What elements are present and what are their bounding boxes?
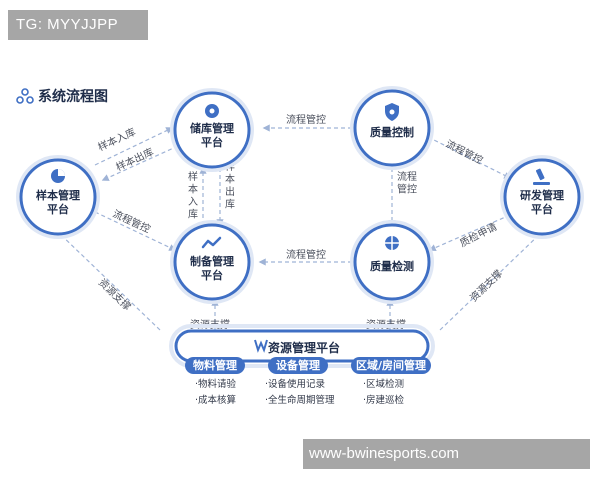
area-items: ·区域检测 ·房建巡检 (363, 377, 404, 409)
edge-label-sample-in: 样本入库 (96, 125, 138, 154)
edge-platform-to-rd (439, 231, 544, 331)
flow-icon (16, 88, 34, 104)
microscope-icon (533, 168, 550, 185)
node-quality-control-label: 质量控制 (370, 125, 414, 139)
resource-platform-title: 资源管理平台 (268, 341, 341, 355)
equipment-item: ·设备使用记录 (265, 379, 326, 390)
material-item: ·成本核算 (195, 395, 237, 406)
node-rd[interactable]: 研发管理平台 (500, 155, 584, 239)
edge-label-flow-qc-rd: 流程管控 (444, 137, 486, 167)
node-quality-control[interactable]: 质量控制 (350, 86, 434, 170)
top-watermark: TG: MYYJJPP (8, 10, 148, 40)
edge-rd-to-test (428, 214, 511, 251)
edge-sample-to-mfg (94, 211, 177, 251)
edge-label-flow-sample-mfg: 流程管控 (111, 207, 153, 236)
edge-label-flow-qc-test: 流程管控 (397, 170, 417, 196)
section-area-pill[interactable]: 区域/房间管理 (351, 357, 431, 374)
edge-sample-to-storage (94, 127, 174, 166)
bottom-watermark: www-bwinesports.com (303, 439, 590, 469)
diagram-title: 系统流程图 (38, 89, 108, 105)
edge-label-resource-right: 资源支撑 (467, 267, 505, 304)
node-sample[interactable]: 样本管理平台 (16, 155, 100, 239)
edge-labels: 流程管控 样本入库 样本出库 流程管控 流程管控 流程管控 质检申请 资源支撑 … (96, 113, 505, 331)
platform-logo-icon (254, 339, 268, 353)
diagram-title-group: 系统流程图 (16, 86, 108, 106)
pie-chart-icon (51, 169, 65, 183)
node-storage-label: 储库管理平台 (190, 121, 234, 149)
area-item: ·房建巡检 (363, 395, 405, 406)
node-quality-test-label: 质量检测 (370, 259, 414, 273)
shield-icon (385, 103, 399, 121)
node-quality-test[interactable]: 质量检测 (350, 220, 434, 304)
edge-label-flow-test-mfg: 流程管控 (286, 248, 326, 261)
trend-icon (201, 236, 222, 249)
edge-label-sample-out: 样本出库 (114, 145, 156, 174)
edge-platform-to-sample (56, 231, 161, 331)
area-item: ·区域检测 (363, 379, 405, 390)
node-rd-label: 研发管理平台 (520, 188, 564, 216)
storage-icon (205, 104, 219, 118)
section-material-pill[interactable]: 物料管理 (185, 357, 245, 374)
target-icon (384, 235, 400, 251)
equipment-items: ·设备使用记录 ·全生命周期管理 (265, 377, 335, 409)
node-storage[interactable]: 储库管理平台 (170, 88, 254, 172)
edge-qc-to-rd (427, 136, 512, 179)
section-equipment-pill[interactable]: 设备管理 (268, 357, 328, 374)
node-manufacturing[interactable]: 制备管理平台 (170, 220, 254, 304)
connectors (56, 124, 544, 331)
edge-label-sample-in-vertical: 样本入库 (188, 170, 198, 221)
equipment-item: ·全生命周期管理 (265, 395, 335, 406)
material-items: ·物料请验 ·成本核算 (195, 377, 236, 409)
edge-label-resource-left: 资源支撑 (96, 276, 134, 313)
edge-label-flow-qc-storage: 流程管控 (286, 113, 326, 126)
material-item: ·物料请验 (195, 379, 237, 390)
node-sample-label: 样本管理平台 (36, 188, 80, 216)
node-manufacturing-label: 制备管理平台 (190, 254, 234, 282)
